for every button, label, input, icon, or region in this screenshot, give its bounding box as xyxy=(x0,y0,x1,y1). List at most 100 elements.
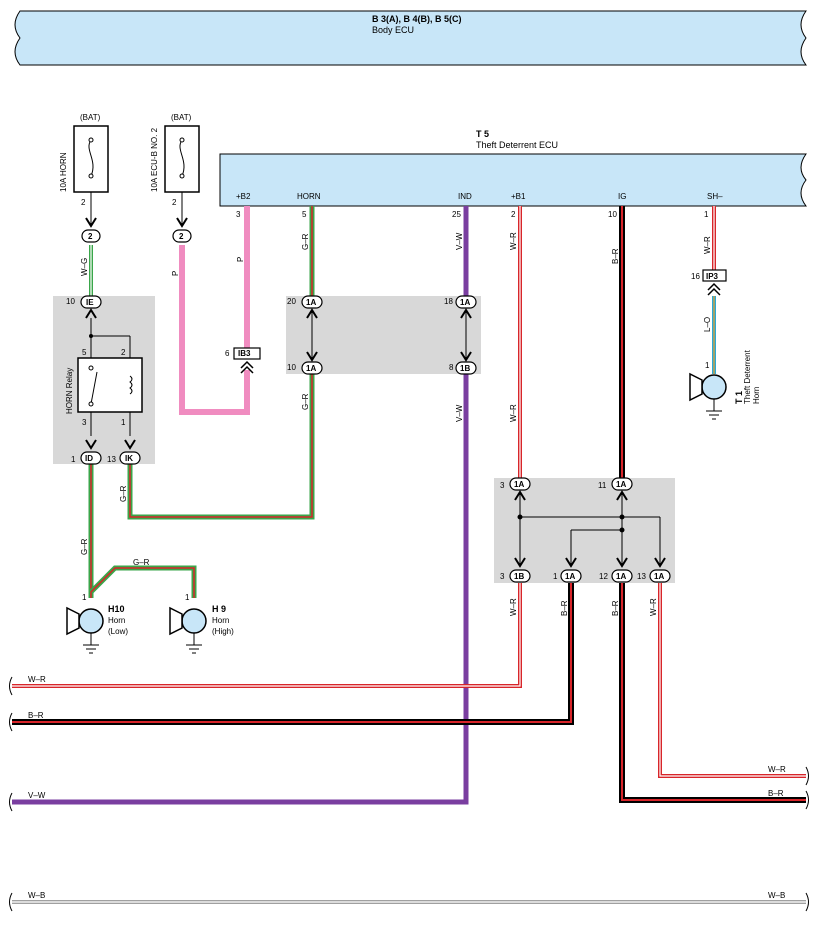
fuse-ecub-pin: 2 xyxy=(172,198,177,207)
jr-tr-id: 1A xyxy=(616,480,626,489)
relay-pin-3: 3 xyxy=(82,418,87,427)
jm-tr-id: 1A xyxy=(460,298,470,307)
fuse-ecub-supply: (BAT) xyxy=(171,113,192,122)
label-p-1: P xyxy=(171,271,180,276)
jr-tl-id: 1A xyxy=(514,480,524,489)
connector-fuse-ecub: 2 xyxy=(172,217,192,243)
body-ecu: B 3(A), B 4(B), B 5(C) Body ECU xyxy=(14,10,808,66)
label-wb-right: W–B xyxy=(768,891,785,900)
fuse-horn-name: 10A HORN xyxy=(59,152,68,192)
fuse-horn: (BAT) 10A HORN 2 xyxy=(59,113,109,226)
relay-br-id: IK xyxy=(125,454,133,463)
label-vw-left: V–W xyxy=(28,791,46,800)
jr-tl-num: 3 xyxy=(500,481,505,490)
junction-right-internal xyxy=(517,492,661,566)
pin-num-sh: 1 xyxy=(704,210,709,219)
pin-label-b1: +B1 xyxy=(511,192,526,201)
jr-b2-num: 1 xyxy=(553,572,558,581)
ib3-id: IB3 xyxy=(238,349,251,358)
pin-num-b2: 3 xyxy=(236,210,241,219)
jr-b3-num: 12 xyxy=(599,572,608,581)
jr-b3-id: 1A xyxy=(616,572,626,581)
connector-fuse-ecub-label: 2 xyxy=(179,232,184,241)
label-gr-5: G–R xyxy=(133,558,150,567)
jm-bl-num: 10 xyxy=(287,363,296,372)
horn-high: 1 H 9 Horn (High) xyxy=(169,593,234,654)
relay-top-id: IE xyxy=(86,298,94,307)
label-gr-1: G–R xyxy=(301,233,310,250)
junction-block-mid xyxy=(286,296,481,374)
label-wr-5: W–R xyxy=(703,236,712,254)
junction-right-connectors: 3 1A 11 1A 3 1B 1 1A 12 1A 13 1A xyxy=(500,477,671,583)
label-lo: L–O xyxy=(703,317,712,332)
ip3-id: IP3 xyxy=(706,272,719,281)
junction-mid-internal xyxy=(311,310,467,360)
wire-p xyxy=(179,206,250,415)
jr-b1-num: 3 xyxy=(500,572,505,581)
wire-w-b xyxy=(9,892,809,912)
connector-ib3: 6 IB3 xyxy=(225,347,261,374)
body-ecu-codes: B 3(A), B 4(B), B 5(C) xyxy=(372,14,462,24)
theft-ecu-code: T 5 xyxy=(476,129,489,139)
wire-w-r-b1 xyxy=(12,206,522,688)
relay-top-num: 10 xyxy=(66,297,75,306)
relay-bl-id: ID xyxy=(85,454,93,463)
horn-high-code: H 9 xyxy=(212,604,226,614)
body-ecu-name: Body ECU xyxy=(372,25,414,35)
wire-labels: W–G P P G–R G–R G–R G–R G–R V–W V–W W–R … xyxy=(28,232,786,900)
ib3-num: 6 xyxy=(225,349,230,358)
label-br-left: B–R xyxy=(28,711,44,720)
ip3-num: 16 xyxy=(691,272,700,281)
jr-b1-id: 1B xyxy=(514,572,524,581)
horn-low-pin: 1 xyxy=(82,593,87,602)
relay-pin-1: 1 xyxy=(121,418,126,427)
label-br-right: B–R xyxy=(768,789,784,798)
jm-br-num: 8 xyxy=(449,363,454,372)
fuse-ecub-name: 10A ECU-B NO. 2 xyxy=(150,127,159,192)
junction-mid-connectors: 20 1A 18 1A 10 1A 8 1B xyxy=(287,295,477,375)
horn-high-pin: 1 xyxy=(185,593,190,602)
theft-deterrent-ecu: T 5 Theft Deterrent ECU +B2 HORN IND +B1… xyxy=(219,129,808,219)
wire-b-r-ig xyxy=(12,206,806,803)
relay-name: HORN Relay xyxy=(65,368,74,414)
theft-horn-name1: Theft Deterrent xyxy=(743,349,752,404)
label-vw-1: V–W xyxy=(455,232,464,250)
label-br-3: B–R xyxy=(611,600,620,616)
label-gr-2: G–R xyxy=(301,393,310,410)
pin-num-b1: 2 xyxy=(511,210,516,219)
pin-label-sh: SH– xyxy=(707,192,723,201)
jr-b4-id: 1A xyxy=(654,572,664,581)
horn-high-name: Horn xyxy=(212,616,229,625)
jm-tl-id: 1A xyxy=(306,298,316,307)
horn-low-code: H10 xyxy=(108,604,125,614)
label-wr-right: W–R xyxy=(768,765,786,774)
label-wr-1: W–R xyxy=(509,232,518,250)
fuse-horn-supply: (BAT) xyxy=(80,113,101,122)
pin-label-ind: IND xyxy=(458,192,472,201)
horn-high-sub: (High) xyxy=(212,627,234,636)
jm-tr-num: 18 xyxy=(444,297,453,306)
label-gr-3: G–R xyxy=(119,485,128,502)
label-wr-left: W–R xyxy=(28,675,46,684)
relay-bl-num: 1 xyxy=(71,455,76,464)
connector-ip3: 16 IP3 xyxy=(691,269,727,296)
wire-v-w xyxy=(12,206,469,805)
relay-pin-2: 2 xyxy=(121,348,126,357)
label-wr-2: W–R xyxy=(509,404,518,422)
label-wb-left: W–B xyxy=(28,891,45,900)
wire-g-r-horn xyxy=(127,206,315,520)
label-wg: W–G xyxy=(80,258,89,276)
pin-label-b2: +B2 xyxy=(236,192,251,201)
theft-horn-name2: Horn xyxy=(752,387,761,404)
jr-b4-num: 13 xyxy=(637,572,646,581)
connector-fuse-horn-label: 2 xyxy=(88,232,93,241)
theft-deterrent-horn: 1 T 1 Theft Deterrent Horn xyxy=(689,349,761,420)
wire-break-marks xyxy=(9,676,809,812)
label-gr-4: G–R xyxy=(80,538,89,555)
wire-g-r-horns xyxy=(88,464,197,598)
horn-low-name: Horn xyxy=(108,616,125,625)
connector-fuse-horn: 2 xyxy=(81,217,101,243)
pin-label-horn: HORN xyxy=(297,192,321,201)
wire-w-r-right xyxy=(658,583,806,778)
